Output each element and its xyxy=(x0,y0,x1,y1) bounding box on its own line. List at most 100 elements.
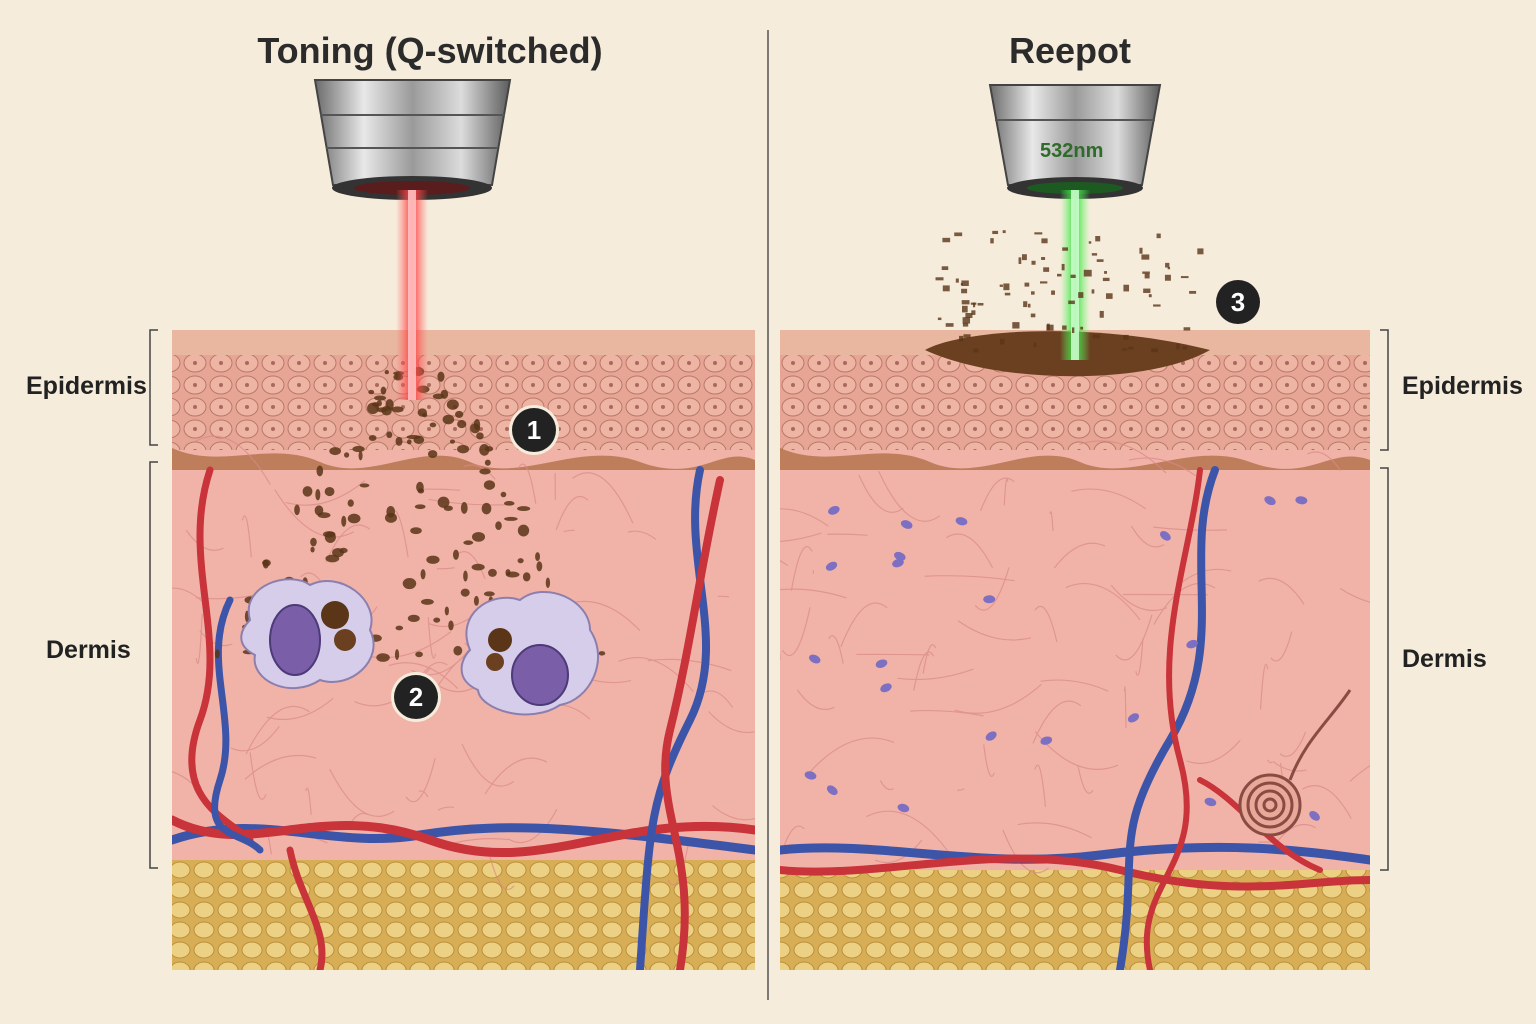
fibroblast-cell xyxy=(1264,496,1276,506)
collagen-fiber xyxy=(897,668,974,681)
left-epidermis-label: Epidermis xyxy=(26,372,147,400)
collagen-fiber xyxy=(812,570,815,575)
ejected-pigment-particle xyxy=(1021,254,1027,261)
ejected-pigment-particle xyxy=(1068,300,1075,305)
collagen-fiber xyxy=(790,546,813,591)
collagen-fiber xyxy=(1049,511,1054,532)
fibroblast-cell xyxy=(985,731,997,741)
pigment-particle xyxy=(457,444,470,454)
pigment-particle xyxy=(437,496,450,508)
ejected-pigment-particle xyxy=(1080,326,1084,330)
collagen-fiber xyxy=(667,839,690,886)
ejected-pigment-particle xyxy=(1105,293,1113,299)
collagen-fiber xyxy=(780,508,829,527)
pigment-particle xyxy=(442,414,455,425)
collagen-fiber xyxy=(647,658,732,672)
pigment-particle xyxy=(479,468,491,475)
right-handpiece xyxy=(988,84,1162,360)
collagen-fiber xyxy=(572,472,634,524)
ejected-pigment-particle xyxy=(1176,343,1180,350)
fibroblast-cell xyxy=(880,683,892,693)
pigment-particle xyxy=(410,527,422,535)
pigment-particle xyxy=(453,645,463,656)
pigment-particle xyxy=(437,371,445,382)
left-handpiece xyxy=(313,79,512,400)
collagen-fiber xyxy=(922,644,937,674)
collagen-fiber xyxy=(874,839,923,864)
ejected-pigment-particle xyxy=(1141,254,1150,260)
fibroblast-cell xyxy=(1040,736,1053,745)
fibroblast-cell xyxy=(804,771,817,780)
ejected-pigment-particle xyxy=(1091,253,1098,256)
ejected-pigment-particle xyxy=(1123,334,1129,340)
vein-vessel xyxy=(780,842,1370,865)
collagen-fiber xyxy=(1053,542,1106,569)
collagen-fiber xyxy=(555,495,589,531)
ejected-pigment-particle xyxy=(1088,241,1092,244)
callout-badge-3: 3 xyxy=(1216,280,1260,324)
ejected-pigment-particle xyxy=(962,317,971,324)
ejected-pigment-particle xyxy=(937,317,942,321)
pigment-particle xyxy=(446,399,459,410)
pigment-particle xyxy=(329,447,341,456)
fibroblast-cell xyxy=(1295,496,1308,505)
fibroblast-cell xyxy=(983,595,996,604)
pigment-particle xyxy=(332,547,344,558)
collagen-fiber xyxy=(627,530,657,541)
collagen-fiber xyxy=(517,463,537,504)
ejected-pigment-particle xyxy=(1046,323,1050,331)
pigment-particle xyxy=(315,488,321,501)
collagen-fiber xyxy=(405,758,436,803)
pigment-particle xyxy=(427,450,438,458)
pigment-particle xyxy=(406,439,412,445)
collagen-fiber xyxy=(185,529,224,551)
ejected-pigment-particle xyxy=(1139,247,1143,254)
ejected-pigment-particle xyxy=(1180,276,1189,279)
collagen-fiber xyxy=(1339,587,1370,603)
ejected-pigment-particle xyxy=(1051,290,1055,295)
pigment-particle xyxy=(426,555,440,564)
pigment-particle xyxy=(324,486,335,497)
ejected-pigment-particle xyxy=(1031,291,1035,295)
ejected-pigment-particle xyxy=(1096,259,1104,262)
pigment-particle xyxy=(302,486,313,497)
ejected-pigment-particle xyxy=(962,305,968,313)
pigment-particle xyxy=(454,410,464,418)
pigment-particle xyxy=(386,505,396,518)
pigment-particle xyxy=(406,434,421,440)
pigment-particle xyxy=(376,400,382,407)
pigment-particle xyxy=(314,505,324,516)
pigment-particle xyxy=(422,412,428,418)
ejected-pigment-particle xyxy=(1142,271,1150,274)
ejected-pigment-particle xyxy=(962,322,969,327)
ejected-pigment-particle xyxy=(1071,327,1075,334)
pigment-particle xyxy=(476,432,484,440)
ejected-pigment-particle xyxy=(1144,273,1150,279)
collagen-fiber xyxy=(1302,785,1352,819)
pigment-particle xyxy=(481,502,492,515)
fibroblast-cell xyxy=(1204,797,1217,807)
ejected-pigment-particle xyxy=(1057,273,1062,277)
pigment-particle xyxy=(460,501,468,514)
collagen-fiber xyxy=(1110,584,1168,612)
ejected-pigment-particle xyxy=(935,277,944,281)
pigment-particle xyxy=(374,395,387,401)
collagen-fiber xyxy=(230,726,280,752)
pigment-particle xyxy=(500,491,507,498)
pigment-particle xyxy=(470,423,481,434)
ejected-pigment-particle xyxy=(1012,322,1020,329)
collagen-fiber xyxy=(194,435,271,485)
collagen-fiber xyxy=(1079,440,1167,474)
collagen-fiber xyxy=(1032,700,1082,744)
ejected-pigment-particle xyxy=(1148,294,1152,298)
pigment-particle xyxy=(545,577,551,589)
collagen-fiber xyxy=(437,806,454,811)
right-epidermis-label: Epidermis xyxy=(1402,372,1523,400)
pigment-particle xyxy=(449,439,455,444)
collagen-fiber xyxy=(329,768,395,817)
ejected-pigment-particle xyxy=(1041,257,1046,260)
pigment-particle xyxy=(484,459,491,466)
fibroblast-cell xyxy=(900,520,913,529)
collagen-fiber xyxy=(456,551,486,580)
ejected-pigment-particle xyxy=(1043,267,1050,272)
